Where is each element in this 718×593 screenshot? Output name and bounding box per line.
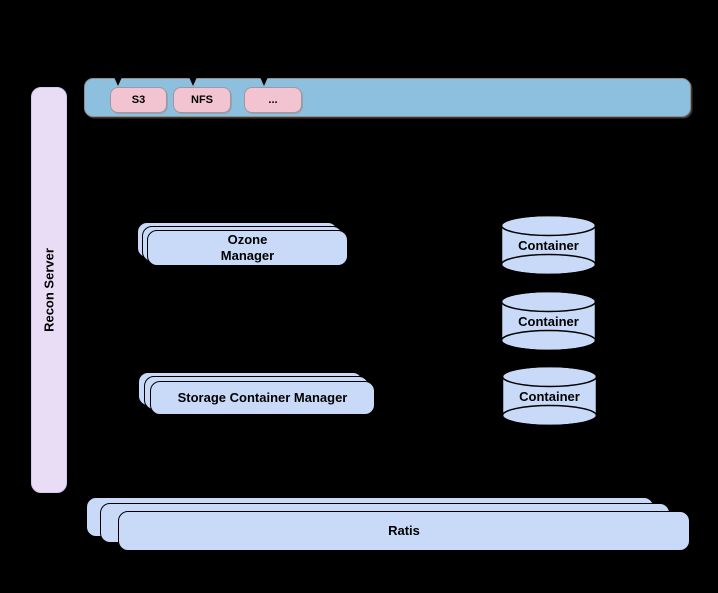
ratis-label: Ratis (388, 523, 420, 538)
ozone-manager-label-line2: Manager (220, 248, 275, 263)
ozone-manager-label: Ozone Manager (148, 231, 347, 265)
recon-server-label: Recon Server (41, 248, 57, 332)
container-cylinder: Container (500, 290, 597, 352)
arrowhead-down-icon (114, 77, 122, 86)
nfs-protocol-box: NFS (173, 87, 231, 113)
arrowhead-down-icon (189, 77, 197, 86)
ratis-box: Ratis (118, 511, 690, 551)
ozone-manager-box: Ozone Manager (147, 230, 348, 266)
arrowhead-down-icon (260, 77, 268, 86)
container-label: Container (518, 237, 579, 253)
other-protocols-label: ... (268, 94, 278, 106)
cylinder-shape (500, 290, 597, 352)
storage-container-manager-label: Storage Container Manager (177, 390, 348, 405)
cylinder-shape (500, 214, 597, 276)
storage-container-manager-box: Storage Container Manager (150, 381, 375, 415)
s3-protocol-box: S3 (110, 87, 167, 113)
container-cylinder: Container (501, 365, 598, 427)
s3-protocol-label: S3 (131, 94, 146, 106)
other-protocols-box: ... (244, 87, 302, 113)
cylinder-shape (501, 365, 598, 427)
container-label: Container (518, 313, 579, 329)
recon-server-bar: Recon Server (31, 87, 67, 493)
nfs-protocol-label: NFS (191, 94, 213, 106)
container-cylinder: Container (500, 214, 597, 276)
protocol-gateway-bar: S3 NFS ... (84, 78, 691, 117)
container-label: Container (519, 388, 580, 404)
ozone-manager-label-line1: Ozone (227, 232, 268, 247)
